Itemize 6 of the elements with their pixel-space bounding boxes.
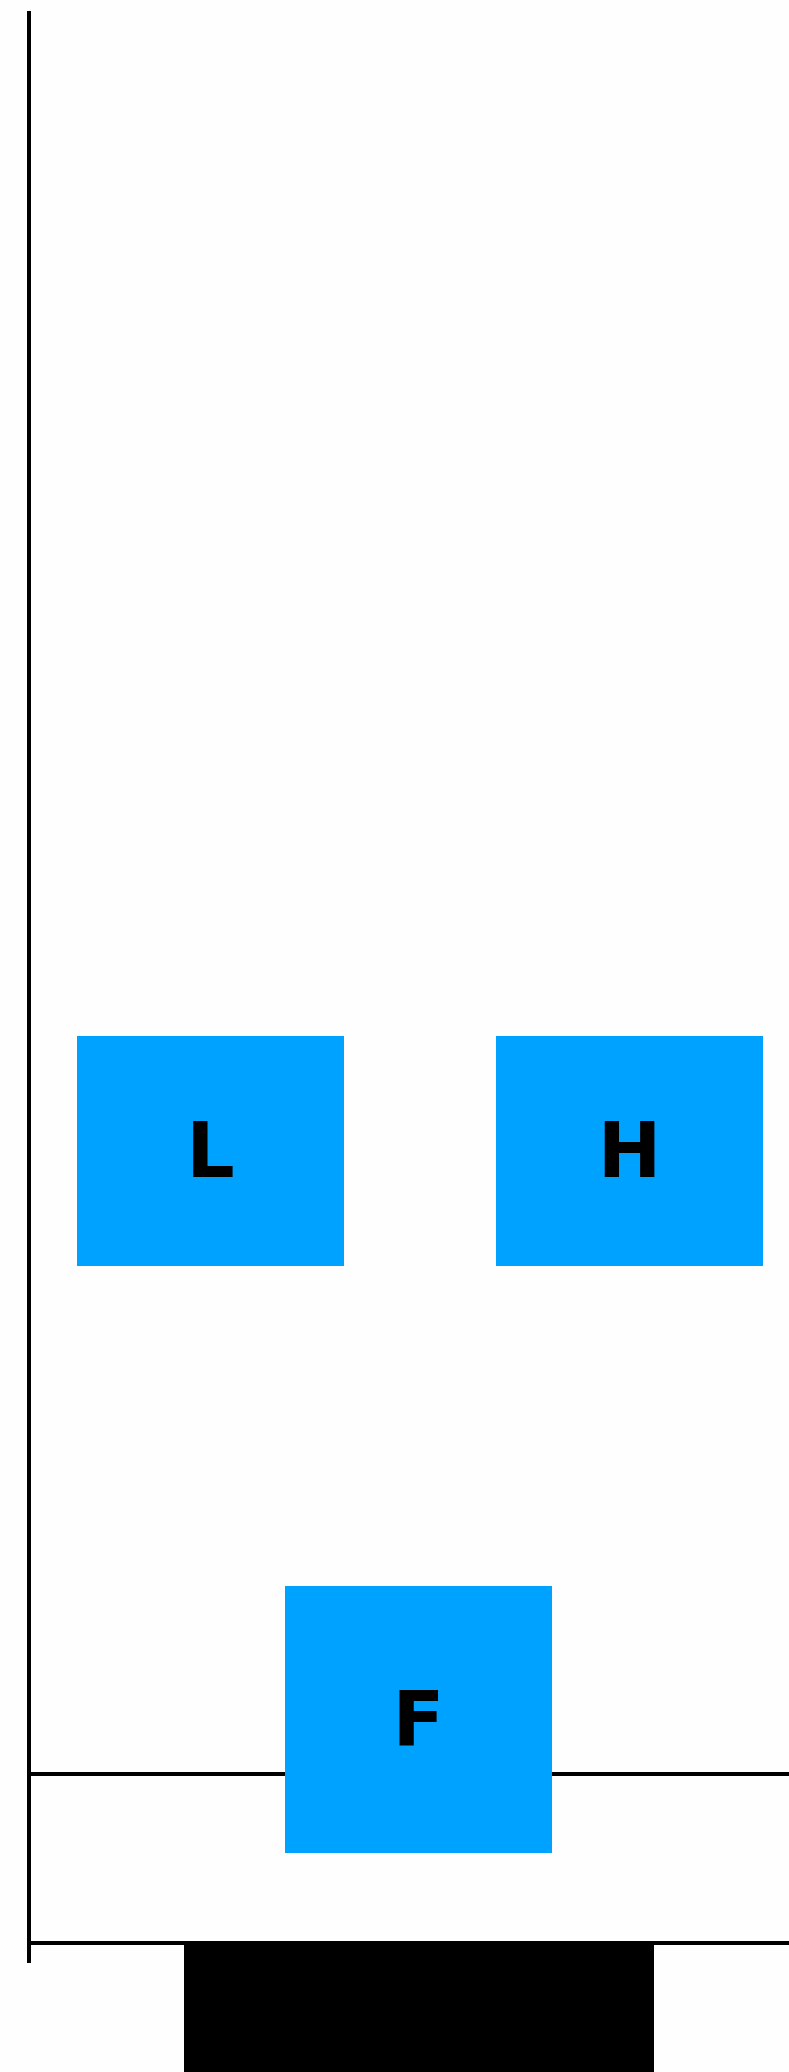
block-label: H [597,1113,662,1189]
block-box [496,1036,763,1266]
block-box [77,1036,344,1266]
block-label: L [186,1113,235,1189]
block-label: F [392,1681,445,1758]
block-box [285,1586,552,1853]
